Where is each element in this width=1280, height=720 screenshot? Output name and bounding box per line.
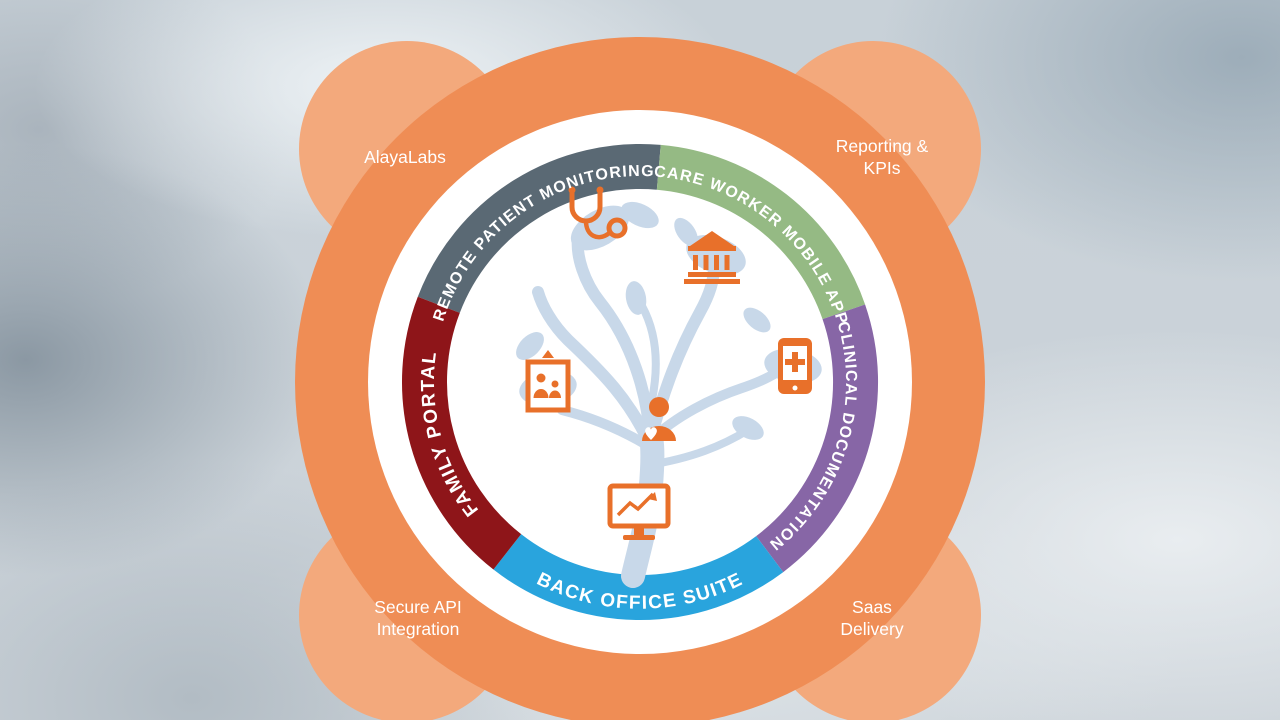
outer-label-saas-line2: Delivery (840, 619, 903, 639)
outer-label-alayalabs: AlayaLabs (364, 147, 446, 167)
stethoscope-icon (568, 186, 628, 240)
segment-arc-back-office-suite (493, 533, 784, 620)
outer-label-reporting-line1: Reporting & (836, 136, 929, 156)
tree-branch (638, 302, 660, 404)
outer-label-reporting-line2: KPIs (864, 158, 901, 178)
outer-label-secure-api-line2: Integration (377, 619, 460, 639)
tree-branch (532, 286, 656, 451)
analytics-monitor-icon (607, 483, 671, 540)
segment-arc-remote-patient-monitoring (417, 144, 661, 314)
segment-arc-care-worker-mobile-app (656, 144, 866, 320)
bank-icon (684, 231, 740, 284)
segment-arc-clinical-documentation (755, 304, 879, 573)
tree-branch (571, 232, 656, 446)
segment-ring (402, 144, 879, 620)
family-frame-icon (525, 350, 571, 413)
tree-branch (645, 426, 752, 469)
outer-label-saas-line1: Saas (852, 597, 892, 617)
medical-phone-icon (778, 338, 812, 394)
outer-label-secure-api-line1: Secure API (374, 597, 462, 617)
segment-arc-family-portal (402, 296, 522, 570)
tree-branch (557, 405, 655, 452)
patient-heart-icon (642, 397, 676, 441)
